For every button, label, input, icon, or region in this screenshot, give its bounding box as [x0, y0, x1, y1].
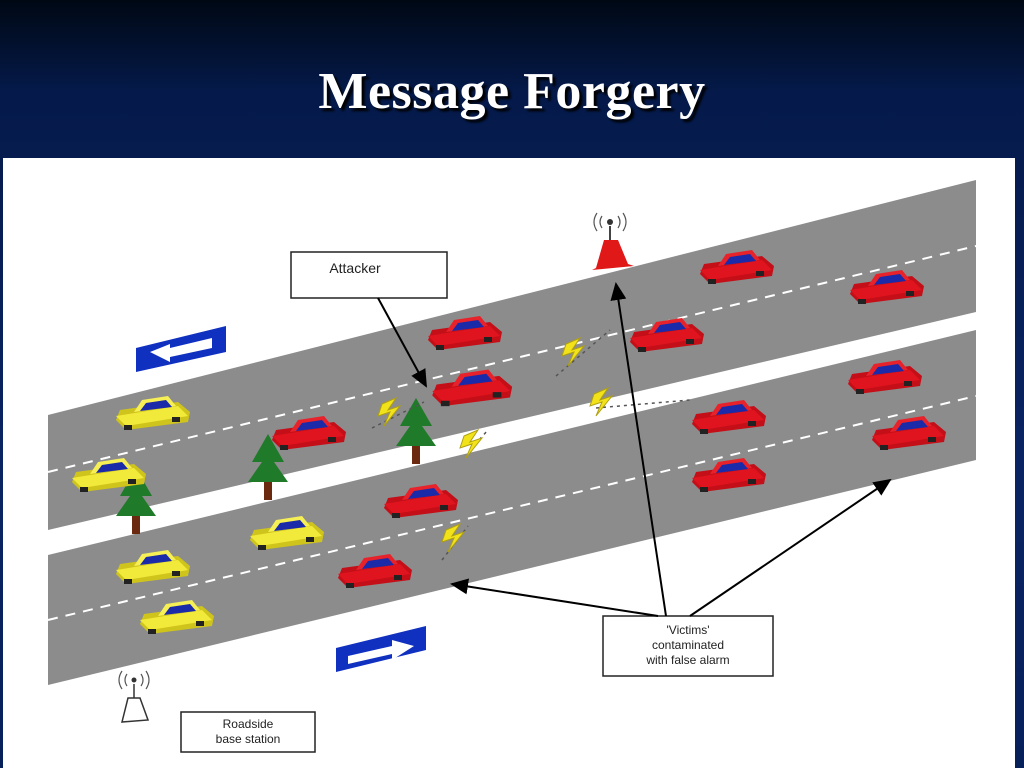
base-station-label-line-2: base station: [216, 732, 281, 746]
victims-label-line-2: contaminated: [652, 638, 724, 652]
attacker-arrow: [377, 297, 427, 388]
victims-label-line-1: 'Victims': [666, 623, 709, 637]
base-station-icon: [118, 670, 150, 723]
roadside-unit-icon: [592, 212, 634, 270]
forged-message-signals: [371, 329, 691, 561]
left-arrow-sign: [136, 326, 226, 372]
lower-lane-marking: [47, 395, 977, 621]
upper-lane-marking: [47, 245, 977, 473]
victims-arrows: [450, 282, 892, 617]
attacker-label: Attacker: [329, 260, 381, 276]
base-station-label-line-1: Roadside: [223, 717, 274, 731]
base-station-label-box: Roadside base station: [180, 711, 316, 753]
victims-label-line-3: with false alarm: [645, 653, 729, 667]
victims-label-box: 'Victims' contaminated with false alarm: [602, 615, 774, 677]
right-arrow-sign: [336, 626, 426, 672]
diagram-canvas: Attacker 'Victims' contaminated with fal…: [47, 180, 977, 753]
diagram-figure: Attacker 'Victims' contaminated with fal…: [3, 158, 1015, 768]
attacker-label-box: Attacker: [290, 251, 448, 299]
slide-title: Message Forgery: [318, 63, 706, 120]
